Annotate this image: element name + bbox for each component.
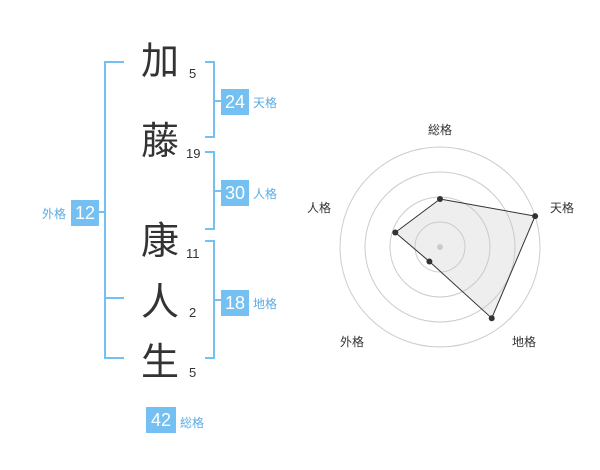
radar-axis-label-gaikaku: 外格 — [339, 335, 364, 349]
soukaku-value-badge: 42 — [146, 407, 176, 433]
radar-point-1 — [532, 213, 539, 220]
name-char-hito: 人 — [140, 280, 179, 324]
radar-grid-ring — [339, 146, 541, 348]
radar-center-dot — [437, 244, 443, 250]
tenkaku-bracket — [205, 61, 215, 138]
radar-axis-label-soukaku: 総格 — [427, 123, 452, 137]
name-char-ka: 加 — [140, 39, 179, 83]
radar-point-2 — [488, 315, 495, 322]
tenkaku-connector — [213, 100, 221, 102]
stroke-count-ka: 5 — [189, 66, 197, 81]
radar-axis-label-tenkaku: 天格 — [549, 201, 574, 215]
stroke-count-kou: 11 — [186, 246, 200, 261]
tenkaku-label: 天格 — [253, 96, 278, 110]
radar-point-3 — [426, 258, 433, 265]
name-char-fuji: 藤 — [140, 119, 179, 163]
name-char-sei: 生 — [140, 340, 179, 384]
jinkaku-connector — [213, 190, 221, 192]
jinkaku-value-badge: 30 — [221, 180, 249, 206]
radar-data-polygon — [394, 198, 536, 320]
outer-bracket — [104, 61, 124, 359]
tenkaku-value-badge: 24 — [221, 89, 249, 115]
gaikaku-connector — [98, 211, 106, 213]
outer-bracket-divider — [104, 297, 124, 299]
chikaku-connector — [213, 299, 221, 301]
stroke-count-fuji: 19 — [186, 146, 201, 161]
radar-axis-label-jinkaku: 人格 — [306, 201, 331, 215]
jinkaku-label: 人格 — [253, 187, 278, 201]
gaikaku-label: 外格 — [42, 207, 67, 221]
radar-axis-label-chikaku: 地格 — [511, 335, 536, 349]
stroke-count-hito: 2 — [189, 305, 197, 320]
chikaku-label: 地格 — [253, 297, 278, 311]
radar-point-4 — [392, 229, 399, 236]
gaikaku-value-badge: 12 — [71, 200, 99, 226]
chikaku-value-badge: 18 — [221, 290, 249, 316]
radar-grid-ring — [414, 221, 466, 273]
radar-grid-ring — [364, 171, 516, 323]
stroke-count-sei: 5 — [189, 365, 197, 380]
radar-point-0 — [437, 196, 443, 202]
soukaku-label: 総格 — [180, 416, 205, 430]
name-char-kou: 康 — [140, 219, 179, 263]
